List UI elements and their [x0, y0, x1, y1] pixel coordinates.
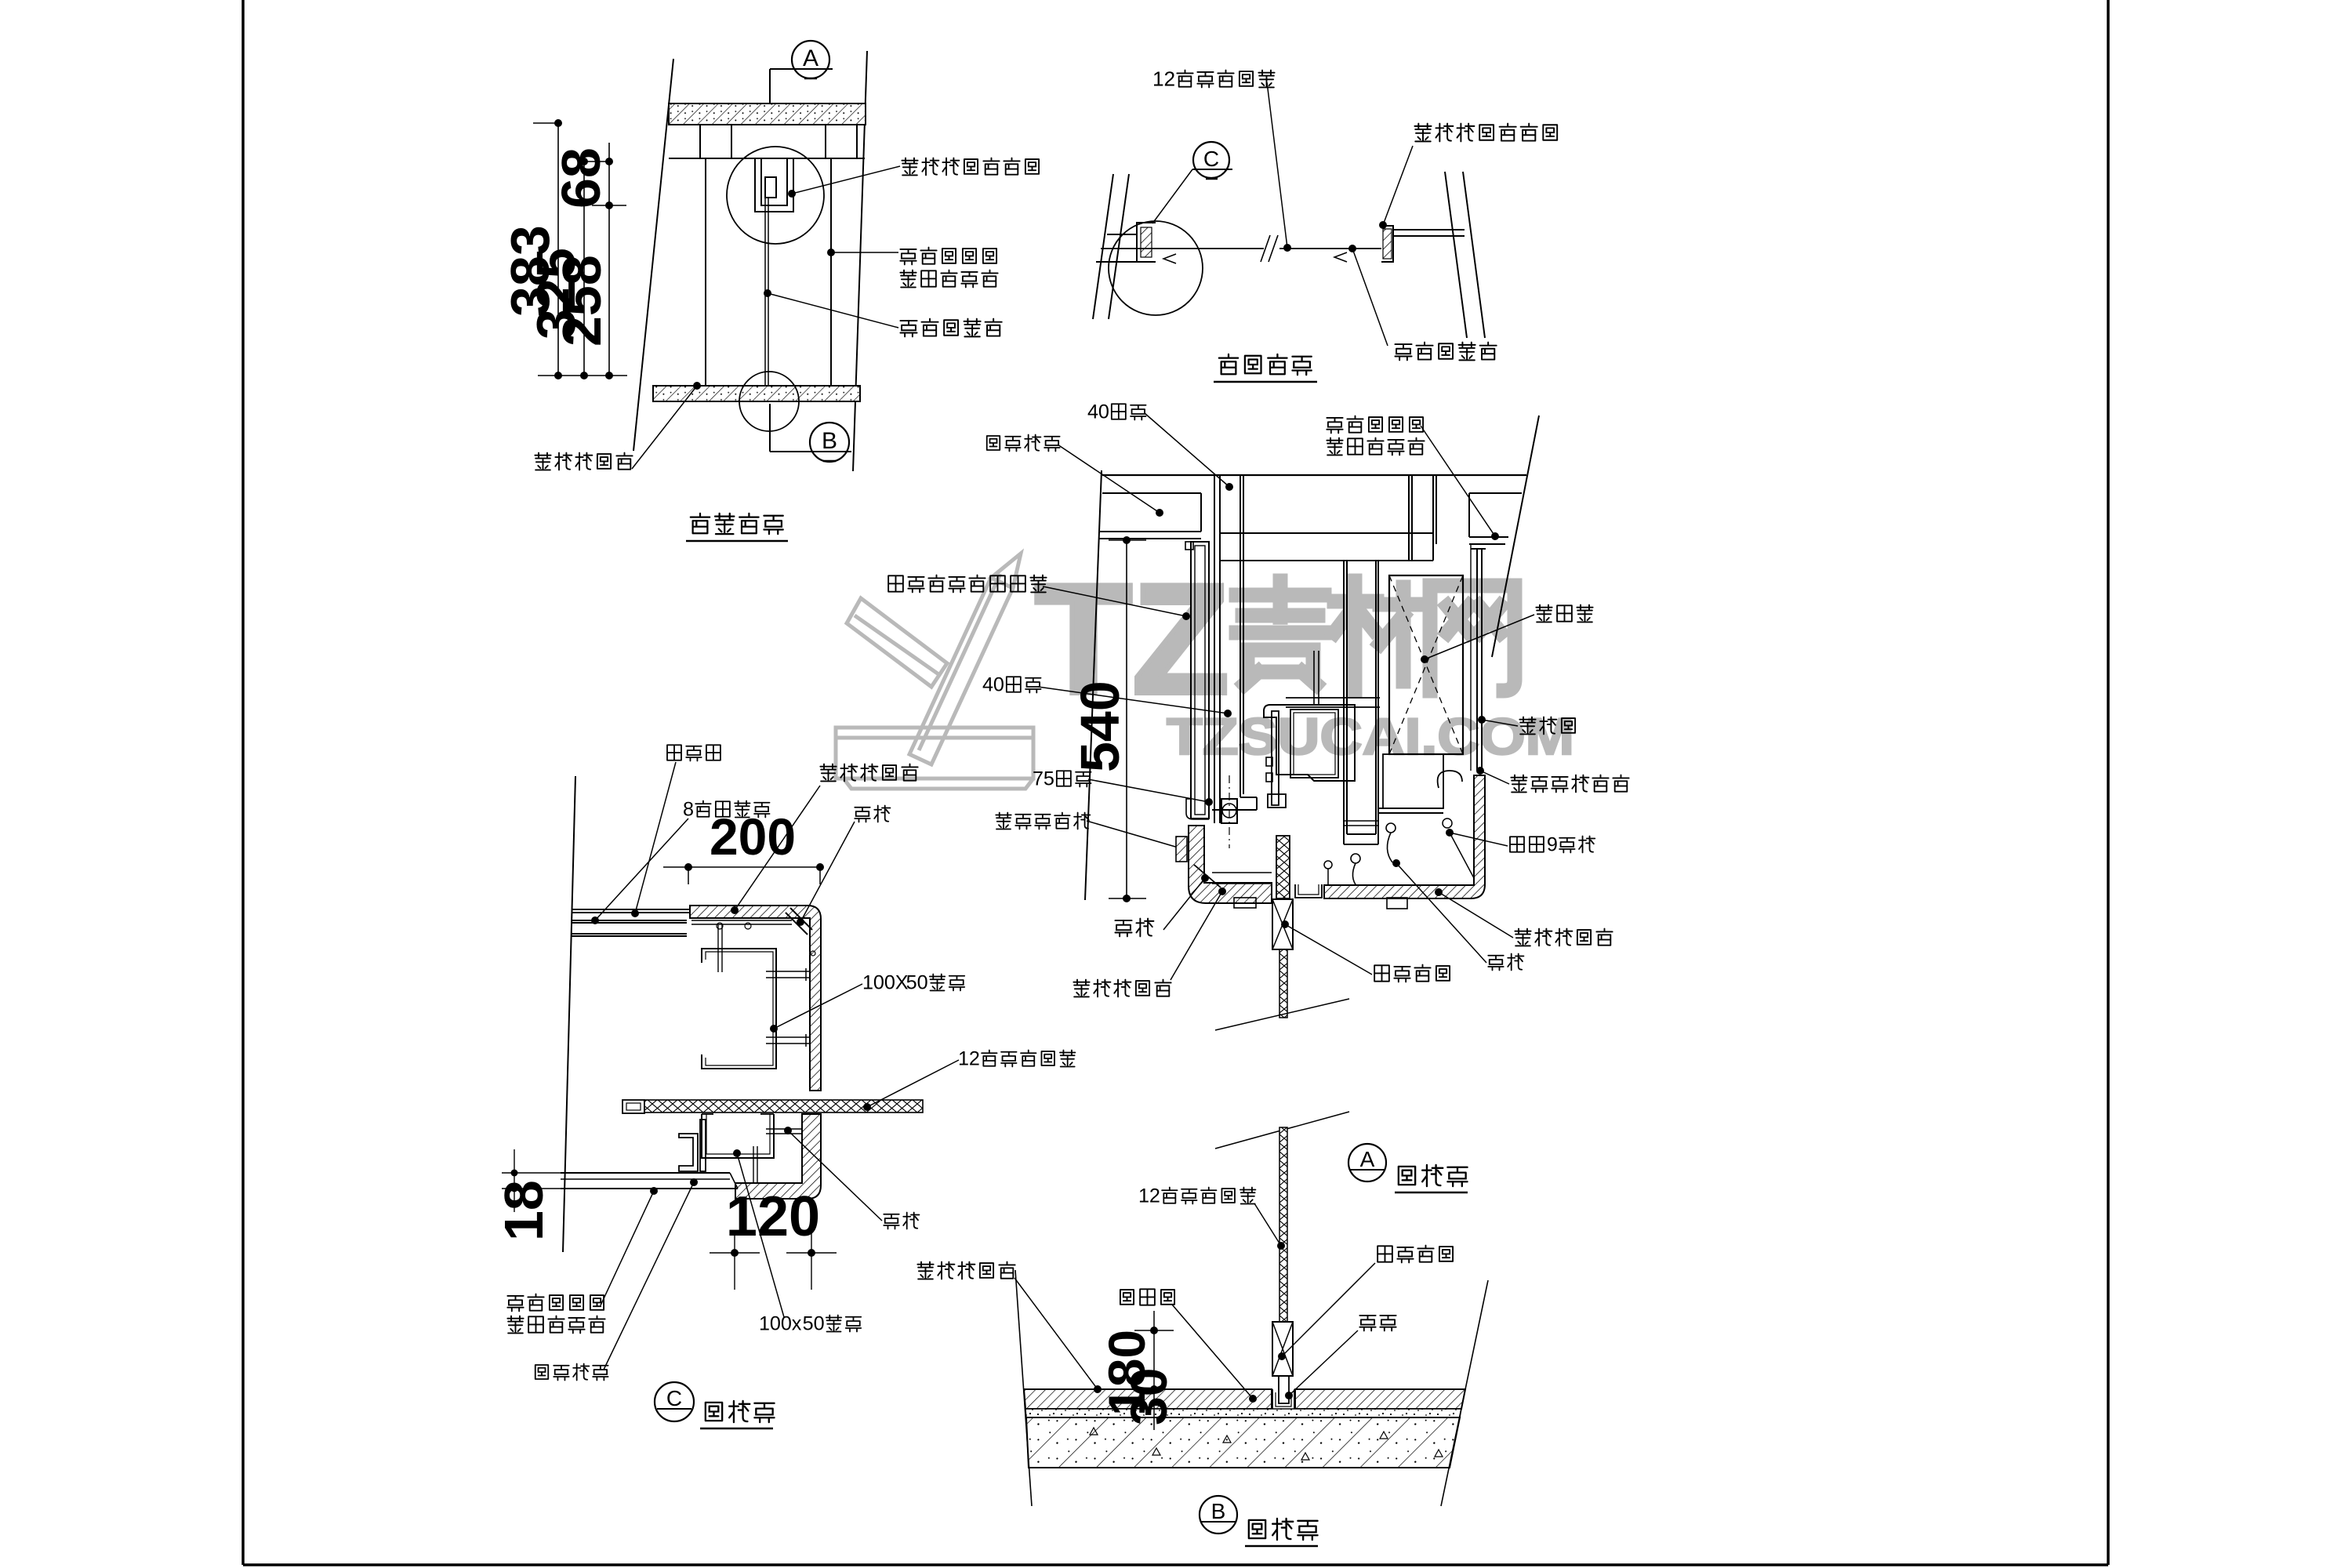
svg-text:TZ: TZ — [1035, 552, 1229, 727]
svg-text:5: 5 — [906, 972, 917, 994]
svg-text:5: 5 — [1044, 768, 1054, 790]
svg-text:5: 5 — [803, 1313, 814, 1335]
svg-text:0: 0 — [993, 674, 1004, 696]
svg-text:0: 0 — [917, 972, 928, 994]
svg-text:4: 4 — [1087, 401, 1098, 423]
svg-text:383: 383 — [499, 225, 561, 317]
svg-text:258: 258 — [551, 255, 612, 347]
svg-text:18: 18 — [493, 1180, 554, 1241]
svg-text:TZSUCAI.COM: TZSUCAI.COM — [1167, 707, 1574, 765]
svg-text:0: 0 — [873, 972, 884, 994]
svg-text:9: 9 — [1547, 834, 1558, 856]
svg-text:325: 325 — [525, 248, 586, 339]
svg-text:7: 7 — [1033, 768, 1044, 790]
svg-text:C: C — [666, 1386, 682, 1410]
svg-text:68: 68 — [550, 147, 612, 209]
svg-text:1: 1 — [958, 1048, 969, 1070]
svg-text:A: A — [1360, 1147, 1375, 1171]
svg-text:1: 1 — [1152, 67, 1164, 91]
svg-text:8: 8 — [683, 799, 694, 821]
svg-text:C: C — [1203, 147, 1219, 171]
svg-text:0: 0 — [770, 1313, 781, 1335]
svg-text:2: 2 — [1149, 1185, 1160, 1207]
svg-text:30: 30 — [1120, 1368, 1178, 1425]
svg-text:B: B — [1211, 1499, 1226, 1523]
svg-text:0: 0 — [884, 972, 895, 994]
svg-text:1: 1 — [759, 1313, 770, 1335]
svg-text:2: 2 — [969, 1048, 980, 1070]
svg-text:180: 180 — [1098, 1330, 1156, 1416]
svg-text:A: A — [803, 45, 818, 71]
svg-text:0: 0 — [1098, 401, 1109, 423]
svg-text:1: 1 — [862, 972, 873, 994]
svg-text:0: 0 — [781, 1313, 792, 1335]
svg-text:540: 540 — [1069, 681, 1131, 772]
svg-text:4: 4 — [982, 674, 993, 696]
svg-text:X: X — [895, 972, 909, 994]
svg-text:B: B — [822, 428, 837, 454]
svg-text:0: 0 — [814, 1313, 825, 1335]
svg-text:2: 2 — [1164, 67, 1176, 91]
svg-text:120: 120 — [726, 1185, 820, 1248]
svg-text:x: x — [792, 1313, 802, 1335]
svg-text:1: 1 — [1138, 1185, 1149, 1207]
